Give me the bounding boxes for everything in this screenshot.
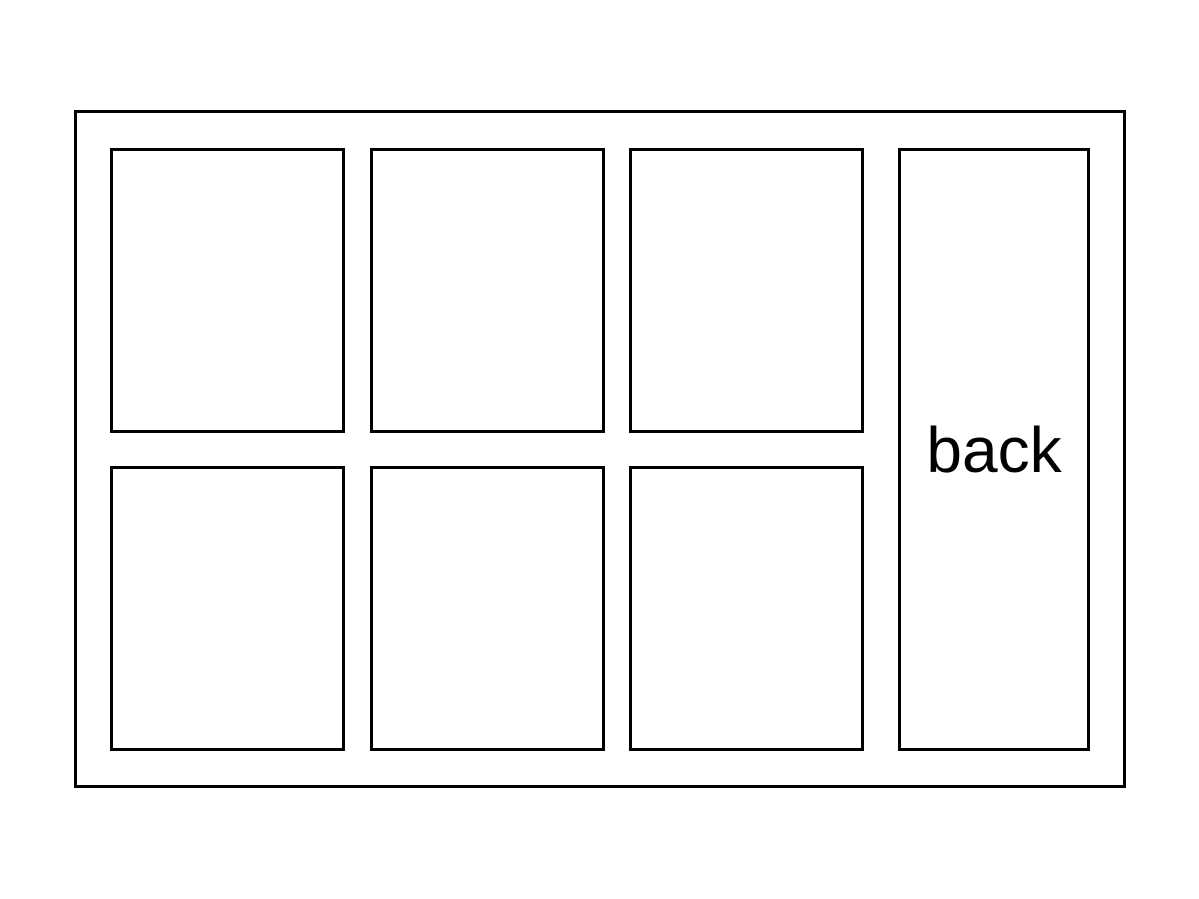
grid-tile-4[interactable] bbox=[110, 466, 345, 751]
grid-tile-5[interactable] bbox=[370, 466, 605, 751]
grid-tile-6[interactable] bbox=[629, 466, 864, 751]
back-button[interactable]: back bbox=[898, 148, 1090, 751]
grid-tile-2[interactable] bbox=[370, 148, 605, 433]
grid-tile-1[interactable] bbox=[110, 148, 345, 433]
back-button-label: back bbox=[926, 413, 1062, 486]
grid-tile-3[interactable] bbox=[629, 148, 864, 433]
